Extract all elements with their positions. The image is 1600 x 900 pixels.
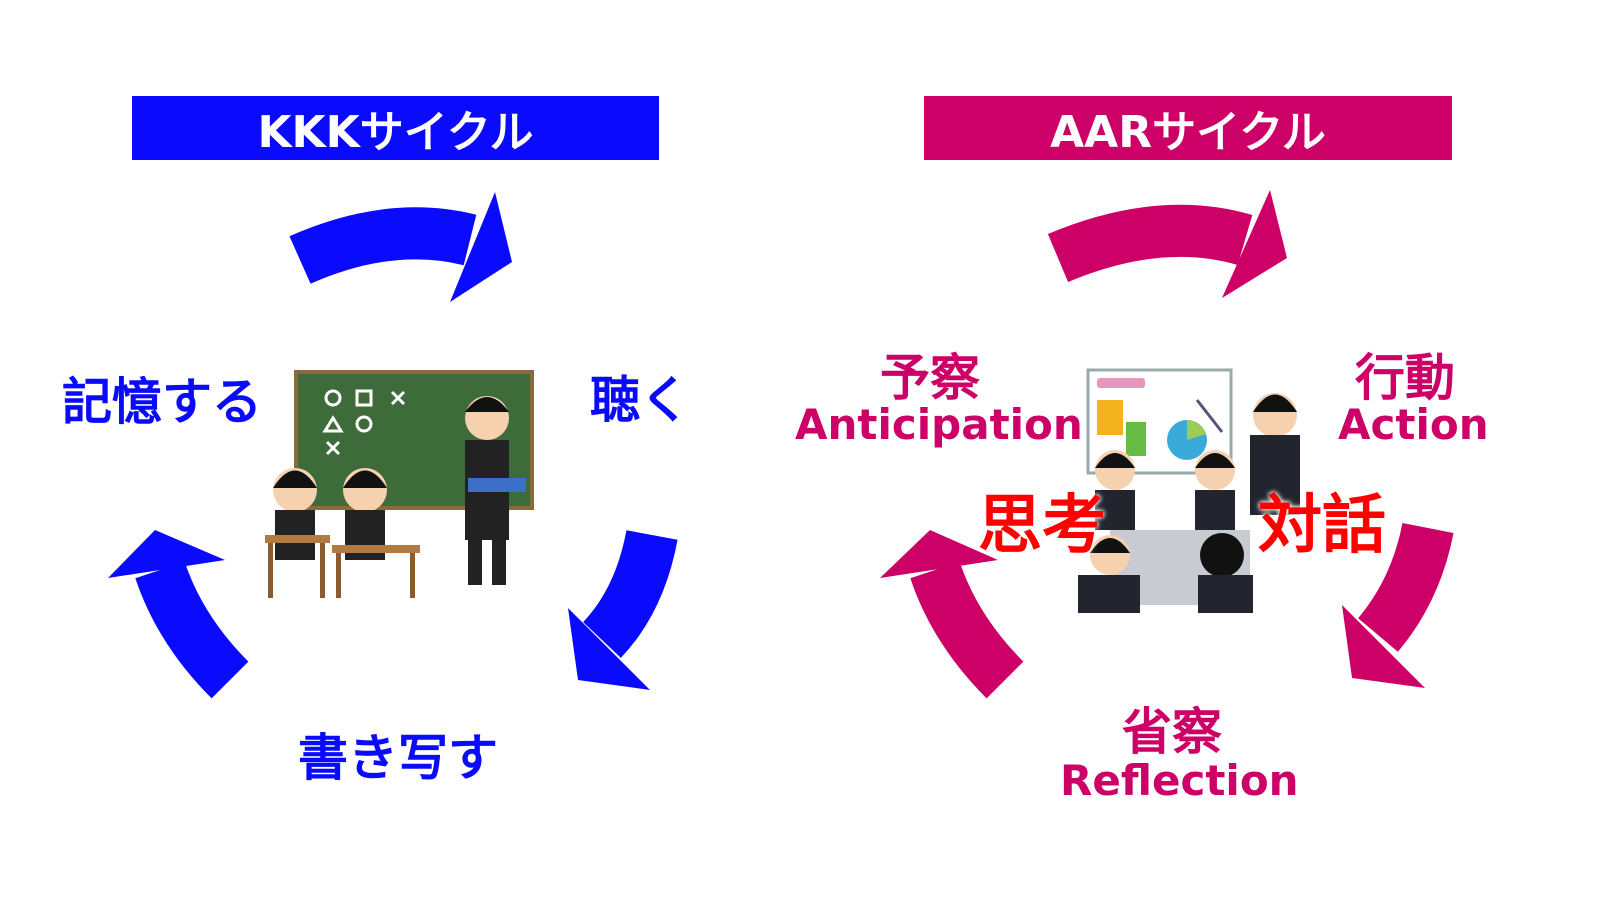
aar-step-anticipation-jp: 予察 bbox=[880, 349, 980, 407]
discussion-illustration bbox=[1078, 368, 1300, 613]
kkk-arrowhead-top bbox=[450, 192, 512, 302]
aar-step-reflection-jp: 省察 bbox=[1122, 703, 1222, 761]
aar-arrow-top bbox=[1047, 204, 1253, 283]
kkk-arrow-top bbox=[289, 207, 477, 284]
aar-arrow-left bbox=[910, 561, 1024, 699]
kkk-arrowhead-left bbox=[108, 530, 225, 578]
center-word-dialogue: 対話 bbox=[1258, 489, 1386, 563]
kkk-arrow-right bbox=[582, 529, 678, 658]
aar-cycle-title: AARサイクル bbox=[924, 96, 1452, 160]
kkk-step-memorize: 記憶する bbox=[62, 373, 262, 431]
kkk-cycle-title: KKKサイクル bbox=[132, 96, 659, 160]
aar-arrowhead-right bbox=[1342, 605, 1425, 688]
kkk-step-listen: 聴く bbox=[590, 371, 690, 429]
kkk-step-copy: 書き写す bbox=[298, 729, 498, 787]
kkk-arrow-left bbox=[135, 561, 249, 699]
aar-step-action-en: Action bbox=[1338, 400, 1489, 449]
aar-arrowhead-top bbox=[1222, 190, 1287, 298]
classroom-illustration bbox=[265, 370, 534, 598]
center-word-thinking: 思考 bbox=[978, 489, 1106, 563]
aar-arrowhead-left bbox=[880, 530, 998, 578]
aar-arrow-right bbox=[1357, 522, 1454, 652]
aar-step-anticipation-en: Anticipation bbox=[795, 400, 1083, 449]
kkk-arrowhead-right bbox=[568, 608, 650, 690]
aar-step-action-jp: 行動 bbox=[1355, 349, 1455, 407]
aar-step-reflection-en: Reflection bbox=[1060, 756, 1299, 805]
